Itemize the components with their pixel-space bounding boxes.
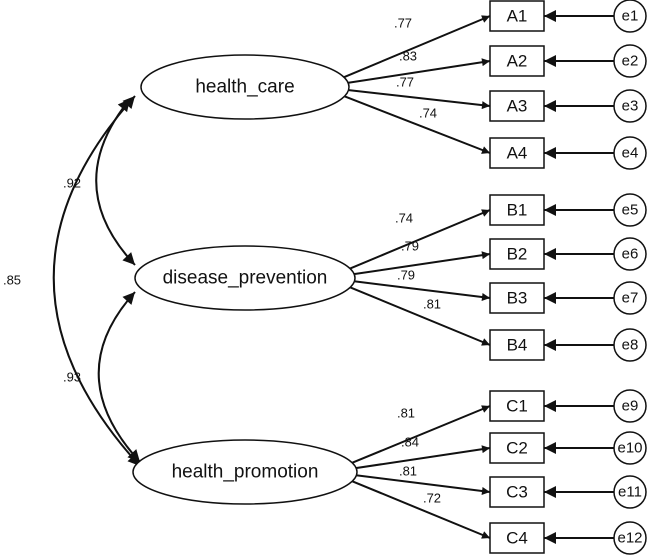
error-term-e4 (613, 136, 647, 170)
loading-path-a3 (340, 88, 491, 110)
loading-paths-layer: .77 .83 .77 .74 .74 .79 .79 .81 .81 .84 .81 .72 (340, 15, 491, 539)
loading-label: .74 (419, 106, 437, 121)
loading-path-b4 (346, 285, 491, 346)
indicator-label: A3 (507, 97, 528, 116)
covariance-path (95, 98, 136, 266)
error-label: e3 (622, 98, 639, 115)
loading-path-c4 (348, 478, 491, 539)
latent-label: disease_prevention (163, 268, 328, 289)
loading-path-b2 (346, 251, 491, 277)
error-label: e2 (622, 53, 639, 70)
indicator-label: B4 (507, 336, 528, 355)
loading-path-b1 (346, 209, 491, 271)
indicator-label: B2 (507, 245, 528, 264)
variables-layer: health_care disease_prevention health_prom… (132, 0, 545, 554)
loading-path-c2 (348, 445, 491, 471)
indicator-a3 (489, 90, 545, 122)
indicator-label: A2 (507, 52, 528, 71)
loading-label: .74 (395, 211, 413, 226)
error-label: e9 (622, 398, 639, 415)
error-term-e6 (613, 237, 647, 271)
latent-label: health_promotion (172, 462, 319, 483)
indicator-label: C3 (506, 483, 528, 502)
loading-path-b3 (346, 279, 491, 301)
indicator-a1 (489, 0, 545, 32)
covariance-path (97, 291, 141, 463)
error-term-e7 (613, 281, 647, 315)
loading-label: .79 (401, 239, 419, 254)
loading-label: .83 (399, 49, 417, 64)
indicator-c4 (489, 522, 545, 554)
loading-path-a4 (340, 93, 491, 154)
indicator-label: A1 (507, 7, 528, 26)
error-label: e8 (622, 337, 639, 354)
loading-label: .77 (396, 75, 414, 90)
covariance-label: .85 (3, 273, 21, 288)
indicator-a4 (489, 137, 545, 169)
error-term-e10 (613, 431, 647, 465)
loading-label: .79 (397, 268, 415, 283)
indicator-label: C2 (506, 439, 528, 458)
indicator-c1 (489, 390, 545, 422)
error-label: e7 (622, 290, 639, 307)
indicator-label: C4 (506, 529, 528, 548)
error-label: e5 (622, 202, 639, 219)
latent-label: health_care (195, 77, 294, 98)
latent-health-care (140, 54, 350, 120)
loading-label: .84 (401, 435, 419, 450)
covariance-layer: .92.93.85 (3, 95, 141, 467)
error-term-e12 (613, 521, 647, 555)
error-label: e4 (622, 145, 639, 162)
error-label: e6 (622, 246, 639, 263)
error-label: e12 (617, 530, 642, 547)
error-term-e3 (613, 89, 647, 123)
indicator-c3 (489, 476, 545, 508)
loading-label: .81 (397, 406, 415, 421)
latent-disease-prevention (134, 245, 356, 311)
latent-health-promotion (132, 439, 358, 505)
indicator-a2 (489, 45, 545, 77)
error-term-e1 (613, 0, 647, 33)
error-label: e11 (618, 484, 642, 501)
error-term-e11 (613, 475, 647, 509)
loading-label: .81 (423, 297, 441, 312)
loading-path-a1 (340, 15, 491, 80)
indicator-c2 (489, 432, 545, 464)
covariance-path (52, 95, 141, 467)
loading-label: .81 (399, 464, 417, 479)
error-term-e8 (613, 328, 647, 362)
indicator-label: B1 (507, 201, 528, 220)
error-term-e2 (613, 44, 647, 78)
error-terms-layer: e1 e2 e3 e4 e5 e6 e7 e8 e9 e10 e11 e12 (544, 0, 647, 555)
indicator-b3 (489, 282, 545, 314)
loading-label: .72 (423, 491, 441, 506)
loading-path-c1 (348, 405, 491, 466)
indicator-b1 (489, 194, 545, 226)
error-label: e10 (617, 440, 642, 457)
indicator-b2 (489, 238, 545, 270)
loading-path-c3 (348, 473, 491, 495)
error-label: e1 (622, 8, 639, 25)
error-term-e9 (613, 389, 647, 423)
loading-label: .77 (394, 16, 412, 31)
indicator-label: B3 (507, 289, 528, 308)
error-term-e5 (613, 193, 647, 227)
indicator-b4 (489, 329, 545, 361)
indicator-label: C1 (506, 397, 528, 416)
indicator-label: A4 (507, 144, 528, 163)
loading-path-a2 (340, 58, 491, 85)
